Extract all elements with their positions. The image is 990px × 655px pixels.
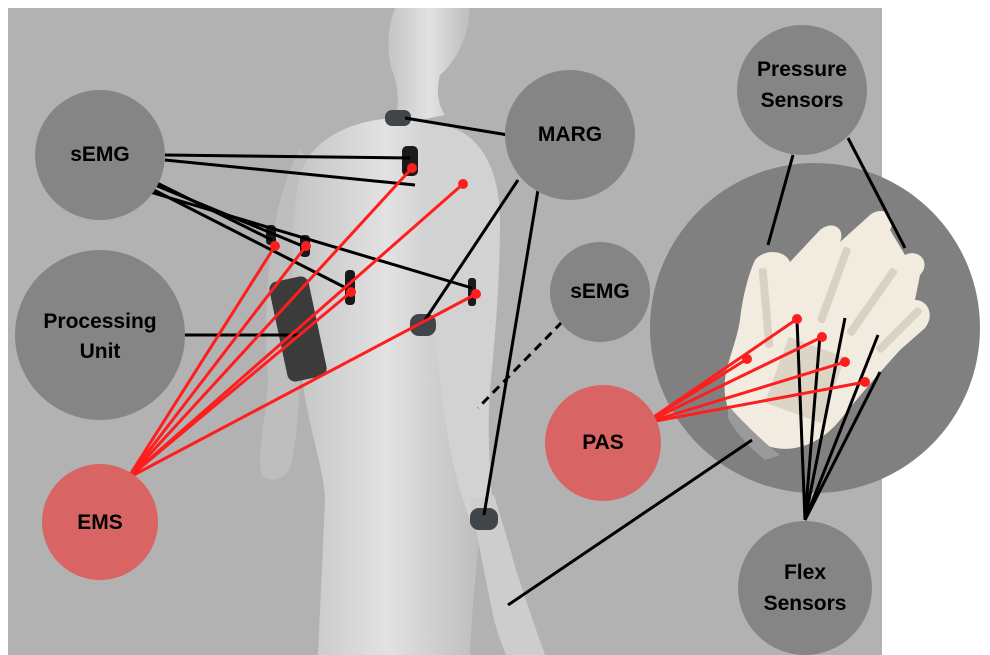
node-flex-sensors xyxy=(738,521,872,655)
label-pressure-line1: Pressure xyxy=(737,55,867,85)
label-processing-line1: Processing xyxy=(20,307,180,337)
label-pas: PAS xyxy=(553,428,653,458)
label-semg-top: sEMG xyxy=(40,140,160,170)
label-ems: EMS xyxy=(50,508,150,538)
label-flex-line2: Sensors xyxy=(740,589,870,619)
label-pressure-line2: Sensors xyxy=(737,86,867,116)
label-marg: MARG xyxy=(510,120,630,150)
label-semg-mid: sEMG xyxy=(550,277,650,307)
label-processing-line2: Unit xyxy=(20,337,180,367)
label-flex-line1: Flex xyxy=(740,558,870,588)
